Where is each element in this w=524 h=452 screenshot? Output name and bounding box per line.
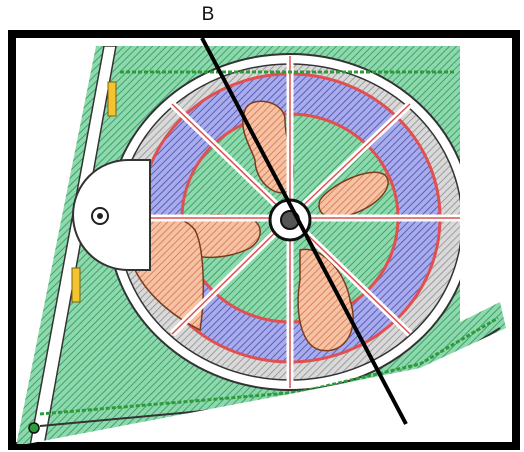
site-area <box>16 46 506 446</box>
radial-road-edges <box>124 56 460 388</box>
section-cut-line <box>200 37 408 425</box>
west-entrance-plaza <box>72 159 151 271</box>
west-roundabout-core <box>97 213 103 219</box>
section-marker-label: B <box>201 4 215 25</box>
parking-strip-north <box>107 81 117 117</box>
plaza-zones <box>134 100 389 352</box>
parking-strip-south <box>71 267 81 303</box>
west-access-road <box>29 46 117 446</box>
site-marker-dot <box>28 422 40 434</box>
south-hedge <box>39 316 499 416</box>
map-frame <box>8 30 520 450</box>
